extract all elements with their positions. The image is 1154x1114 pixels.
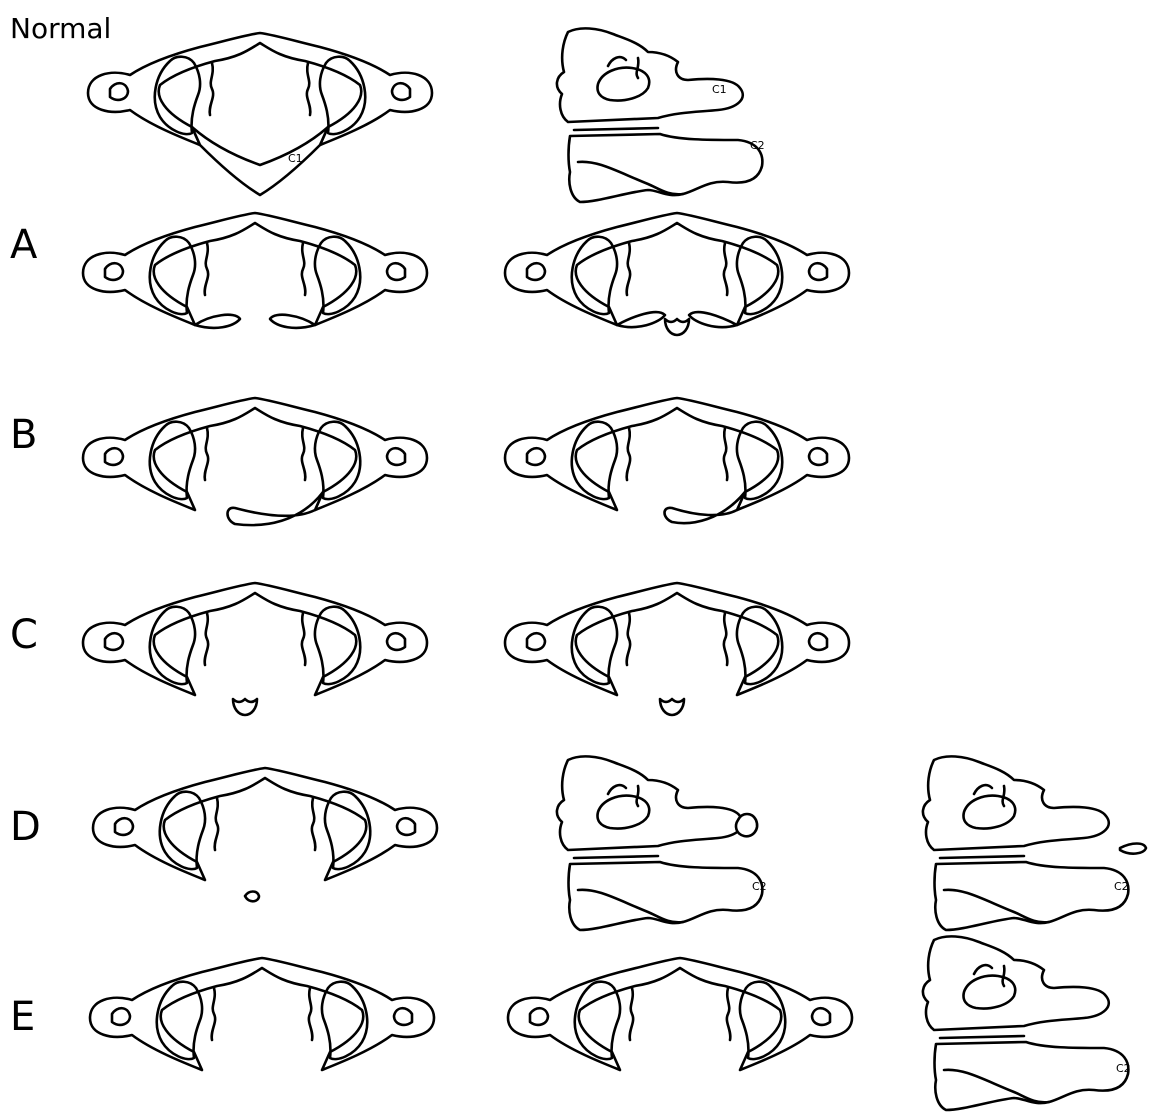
row-a-axial-1 — [83, 213, 427, 328]
row-d-lateral-2-fragment — [1120, 844, 1146, 854]
row-a-axial-2 — [505, 213, 849, 335]
normal-title: Normal — [10, 12, 111, 45]
normal-lateral-c1-label: C1 — [712, 83, 727, 96]
row-c-axial-1 — [83, 583, 427, 715]
row-c-axial-2 — [505, 583, 849, 715]
row-e-lateral — [923, 936, 1128, 1110]
row-d-axial-1 — [93, 768, 437, 901]
row-d-lateral-1-fragment — [736, 814, 757, 836]
row-e-lateral-c2-label: C2 — [1116, 1062, 1131, 1075]
row-d-lateral-1 — [557, 756, 762, 930]
normal-lateral-c2-label: C2 — [750, 139, 765, 152]
normal-lateral-c1-c2 — [557, 28, 762, 202]
normal-c1-label: C1 — [288, 152, 303, 165]
row-d-lateral-2 — [923, 756, 1128, 930]
row-e-axial-2 — [508, 958, 852, 1070]
row-b-axial-2 — [505, 398, 849, 523]
row-b-axial-1 — [83, 398, 427, 525]
row-label-c: C — [10, 612, 38, 658]
row-d-lateral-1-c2-label: C2 — [752, 880, 767, 893]
normal-axial-c1 — [88, 33, 432, 195]
row-label-e: E — [10, 994, 35, 1040]
row-label-d: D — [10, 804, 41, 850]
row-d-lateral-2-c2-label: C2 — [1114, 880, 1129, 893]
row-e-axial-1 — [90, 958, 434, 1070]
row-label-b: B — [10, 412, 37, 458]
row-label-a: A — [10, 222, 38, 268]
